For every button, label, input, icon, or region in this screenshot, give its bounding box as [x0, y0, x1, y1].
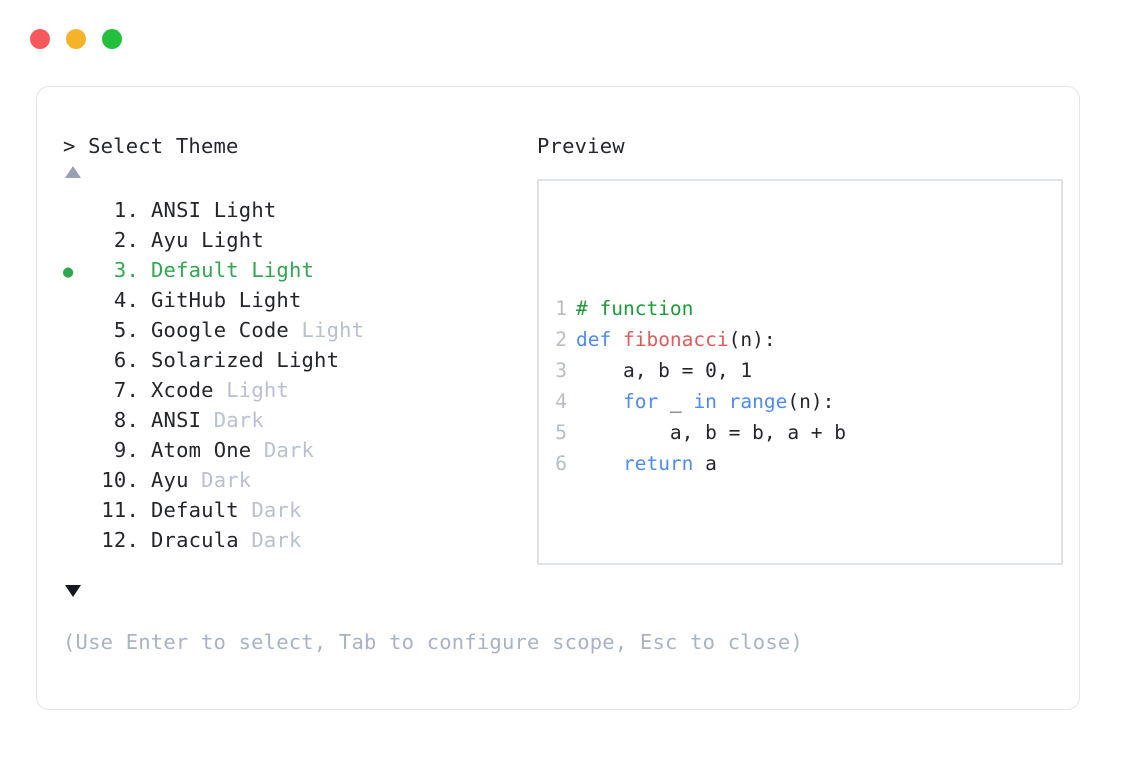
theme-item-name: Atom One — [151, 438, 264, 462]
theme-item-name: ANSI — [151, 408, 214, 432]
theme-item-number: 6. — [113, 348, 139, 372]
code-line: 5 a, b = b, a + b — [553, 417, 1061, 448]
theme-item-variant: Dark — [251, 498, 302, 522]
theme-item-variant: Light — [238, 288, 302, 312]
theme-item-variant: Light — [213, 198, 277, 222]
theme-item-variant: Light — [301, 318, 365, 342]
minimize-button[interactable] — [66, 29, 86, 49]
theme-picker-panel: > Select Theme 1. ANSI Light 2. Ayu Light ● 3… — [63, 133, 533, 571]
theme-item-number: 9. — [113, 438, 139, 462]
theme-item-variant: Dark — [263, 438, 315, 462]
code-token-plain — [576, 390, 623, 413]
theme-list-item[interactable]: 2. Ayu Light — [63, 225, 533, 255]
theme-item-variant: Dark — [201, 468, 252, 492]
theme-list-item[interactable]: 7. Xcode Light — [63, 375, 533, 405]
code-token-plain: a — [693, 452, 717, 475]
code-token-plain: a, b = b, a + b — [576, 421, 847, 444]
code-line: 3 a, b = 0, 1 — [553, 355, 1061, 386]
code-line: 1 # function — [553, 293, 1061, 324]
theme-item-variant: Dark — [251, 528, 302, 552]
window-traffic-lights — [30, 29, 122, 49]
code-token-plain: _ — [658, 390, 694, 413]
prompt-caret-icon: > — [63, 134, 76, 158]
code-token-keyword: def — [576, 328, 623, 351]
theme-list-item[interactable]: 11. Default Dark — [63, 495, 533, 525]
theme-list-item[interactable]: ● 3. Default Light — [63, 255, 533, 285]
maximize-button[interactable] — [102, 29, 122, 49]
page-title: Select Theme — [88, 134, 239, 158]
theme-item-name: Solarized — [151, 348, 277, 372]
theme-item-name: Ayu — [151, 228, 202, 252]
theme-item-name: Dracula — [151, 528, 252, 552]
theme-item-name: Default — [151, 498, 252, 522]
preview-title: Preview — [537, 134, 625, 158]
code-token-plain: (n): — [787, 390, 835, 413]
code-token-keyword: return — [622, 452, 694, 475]
triangle-up-icon — [65, 166, 81, 178]
theme-item-name: Default — [151, 258, 252, 282]
code-token-plain — [576, 452, 623, 475]
code-token-builtin: range — [728, 390, 788, 413]
code-line: 4 for _ in range(n): — [553, 386, 1061, 417]
theme-item-variant: Light — [201, 228, 264, 252]
theme-item-name: Xcode — [151, 378, 227, 402]
theme-item-name: Google Code — [151, 318, 302, 342]
selected-bullet-icon: ● — [63, 262, 74, 282]
theme-item-number: 7. — [113, 378, 139, 402]
theme-list-item[interactable]: 6. Solarized Light — [63, 345, 533, 375]
theme-item-variant: Light — [251, 258, 315, 282]
theme-item-name: GitHub — [151, 288, 239, 312]
scroll-up-indicator[interactable] — [63, 159, 533, 185]
theme-item-number: 8. — [113, 408, 139, 432]
prompt-row: > Select Theme — [63, 133, 533, 159]
code-token-plain — [717, 390, 729, 413]
theme-selector-card: > Select Theme 1. ANSI Light 2. Ayu Light ● 3… — [36, 86, 1080, 710]
theme-list-item[interactable]: 12. Dracula Dark — [63, 525, 533, 555]
theme-list-item[interactable]: 10. Ayu Dark — [63, 465, 533, 495]
line-number: 3 — [555, 359, 567, 382]
theme-item-number: 12. — [101, 528, 139, 552]
theme-list-item[interactable]: 1. ANSI Light — [63, 195, 533, 225]
code-token-keyword: in — [693, 390, 717, 413]
triangle-down-icon — [65, 585, 81, 597]
theme-item-number: 2. — [113, 228, 139, 252]
theme-item-number: 1. — [113, 198, 139, 222]
keyboard-hint: (Use Enter to select, Tab to configure s… — [63, 630, 803, 654]
theme-item-variant: Dark — [213, 408, 264, 432]
theme-list-item[interactable]: 5. Google Code Light — [63, 315, 533, 345]
theme-item-number: 4. — [113, 288, 139, 312]
theme-item-number: 10. — [101, 468, 139, 492]
code-token-func: fibonacci — [622, 328, 729, 351]
theme-item-name: Ayu — [151, 468, 202, 492]
code-line: 6 return a — [553, 448, 1061, 479]
theme-list-item[interactable]: 9. Atom One Dark — [63, 435, 533, 465]
theme-list-item[interactable]: 4. GitHub Light — [63, 285, 533, 315]
code-token-plain: (n): — [728, 328, 776, 351]
theme-item-number: 3. — [113, 258, 139, 282]
theme-item-name: ANSI — [151, 198, 214, 222]
line-number: 6 — [555, 452, 567, 475]
code-token-plain: a, b = 0, 1 — [576, 359, 753, 382]
scroll-down-indicator[interactable] — [65, 581, 81, 607]
line-number: 1 — [555, 297, 567, 320]
code-token-comment: # function — [576, 297, 694, 320]
code-token-keyword: for — [622, 390, 659, 413]
line-number: 4 — [555, 390, 567, 413]
line-number: 2 — [555, 328, 567, 351]
line-number: 5 — [555, 421, 567, 444]
code-line: 2 def fibonacci(n): — [553, 324, 1061, 355]
theme-item-number: 5. — [113, 318, 139, 342]
theme-item-variant: Light — [276, 348, 340, 372]
theme-item-variant: Light — [226, 378, 289, 402]
close-button[interactable] — [30, 29, 50, 49]
theme-list-item[interactable]: 8. ANSI Dark — [63, 405, 533, 435]
theme-item-number: 11. — [101, 498, 139, 522]
